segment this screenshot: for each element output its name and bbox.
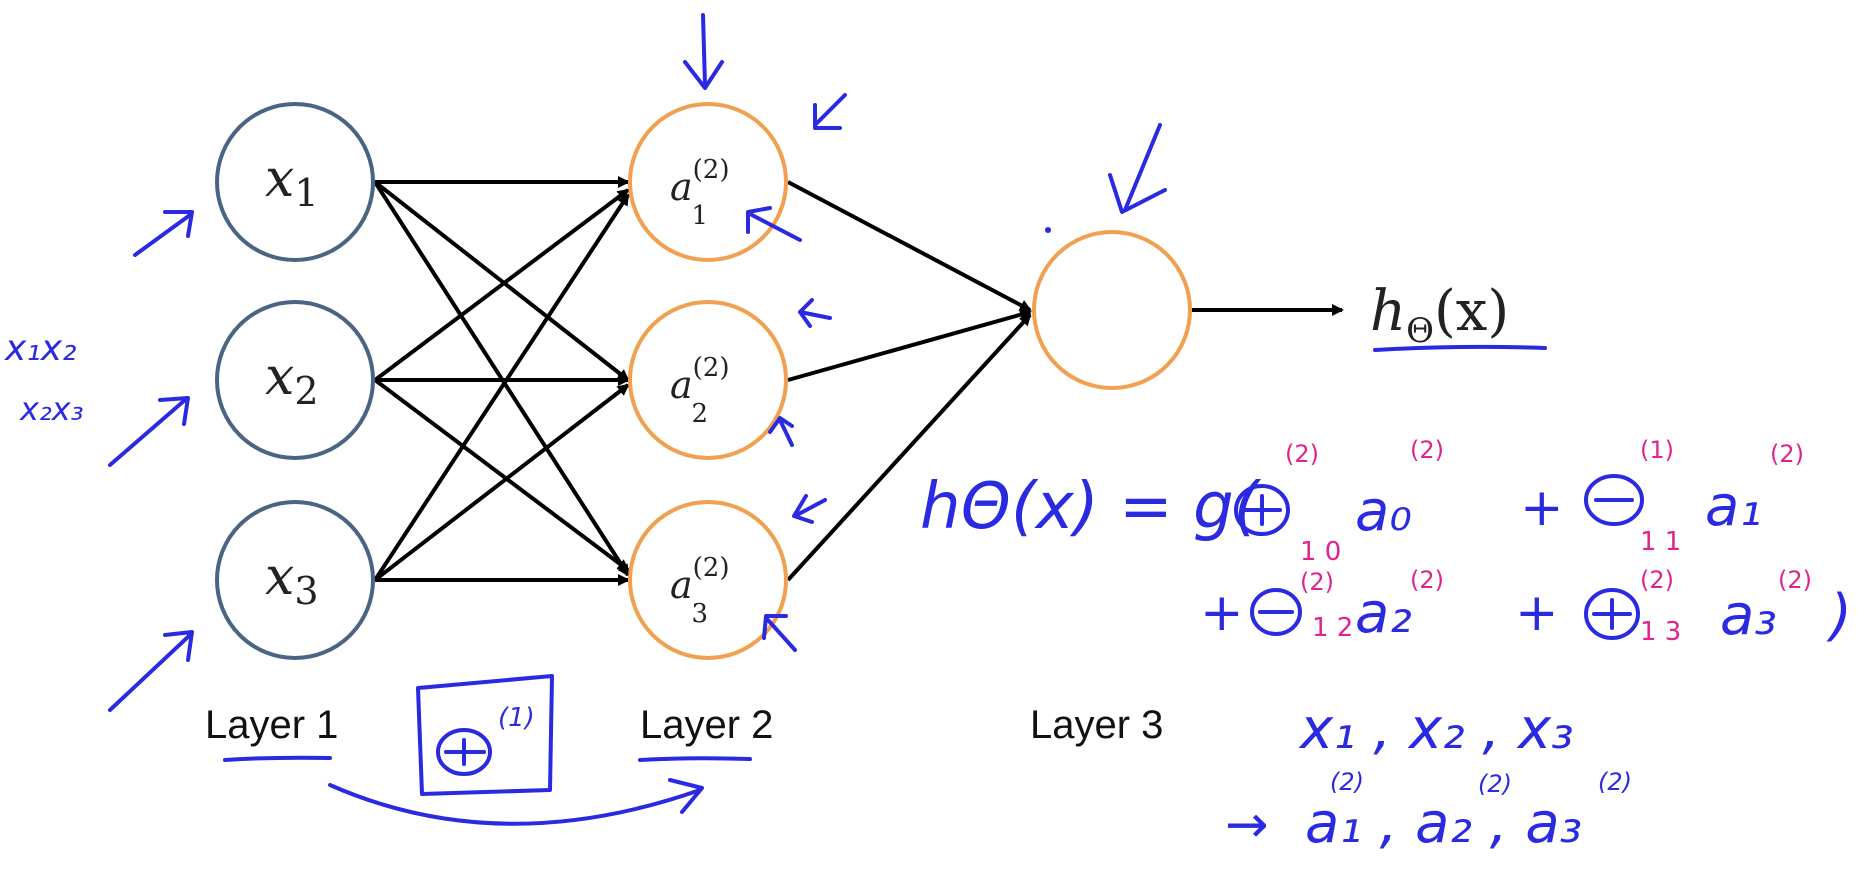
theta-symbols (1234, 474, 1644, 640)
inputs-line: x₁ , x₂ , x₃ (1298, 697, 1574, 762)
edge-a1-out (787, 180, 1032, 312)
x2-label: x2 (265, 347, 319, 413)
a1-label: a(2)1 (670, 155, 730, 231)
layer3-label: Layer 3 (1030, 703, 1163, 747)
eq-plus-2: + (1200, 583, 1244, 643)
layer1-to-layer2-curve-arrowhead (668, 778, 704, 814)
input-node-x1 (215, 102, 375, 262)
a2-label: a(2)2 (670, 353, 730, 429)
eq-t3-a: a₂ (1355, 581, 1412, 646)
arrow-icon-input-x3 (108, 630, 194, 712)
arrow-icon-inner-a3 (762, 614, 797, 652)
theta1-symbol-bar (444, 738, 486, 766)
eq-t4-a: a₃ (1720, 583, 1777, 648)
ink-arrows (108, 13, 1167, 712)
output-layer (1032, 230, 1192, 390)
eq-t1-sup: (2) (1285, 440, 1319, 468)
hypothesis-label: hΘ(x) (1370, 279, 1509, 351)
edges-layer2-to-layer3 (786, 180, 1032, 582)
eq-t4-a-sup: (2) (1778, 566, 1812, 594)
eq-t4-sub: 1 3 (1640, 617, 1681, 647)
arrow-icon-input-x1 (133, 210, 194, 257)
theta-icon-t4 (1584, 588, 1640, 640)
theta-icon-t2 (1584, 474, 1644, 526)
theta1-sup: (1) (498, 703, 535, 733)
x3-label: x3 (265, 547, 319, 613)
layer2-underline (638, 756, 752, 762)
eq-plus-3: + (1515, 583, 1559, 643)
eq-t3-a-sup: (2) (1410, 566, 1444, 594)
eq-t2-a-sup: (2) (1770, 440, 1804, 468)
arrow-icon-inner-a2 (768, 416, 794, 447)
eq-t3-sup: (2) (1300, 568, 1334, 596)
acts-sup-3: (2) (1598, 768, 1632, 796)
eq-t2-a: a₁ (1705, 474, 1762, 539)
layer1-label: Layer 1 (205, 703, 338, 747)
arrow-icon-inner-a1 (746, 206, 802, 242)
edge-x2-a3 (373, 378, 630, 572)
eq-t1-a: a₀ (1355, 479, 1412, 544)
eq-t3-sub: 1 2 (1312, 613, 1353, 643)
arrow-icon-right-a2 (798, 298, 832, 328)
hidden-node-a3 (628, 500, 788, 660)
arrow-icon-input-x2 (108, 396, 190, 467)
eq-t2-sup: (1) (1640, 436, 1674, 464)
layer2-label: Layer 2 (640, 703, 773, 747)
eq-lhs: hΘ(x) = g( (920, 470, 1262, 544)
theta1-box (416, 674, 554, 796)
eq-close: ) (1826, 583, 1852, 648)
output-node (1032, 230, 1192, 390)
arrow-icon-right-a1 (813, 93, 847, 130)
layer1-to-layer2-curve-arrow (328, 783, 702, 826)
handwritten-equation: hΘ(x) = g( (2) 1 0 a₀ (2) + (1) 1 1 a₁ (… (920, 436, 1852, 648)
hidden-node-a2 (628, 300, 788, 460)
eq-t1-a-sup: (2) (1410, 436, 1444, 464)
input-layer: x1 x2 x3 (215, 102, 375, 660)
hidden-layer: a(2)1 a(2)2 a(2)3 (628, 102, 788, 660)
x1-label: x1 (265, 149, 319, 215)
edge-a3-out (786, 313, 1032, 582)
acts-sup-1: (2) (1330, 768, 1364, 796)
arrow-icon-top-output (1108, 123, 1167, 214)
hypothesis-underline (1373, 344, 1547, 352)
theta-bar-t4 (1592, 598, 1632, 630)
theta1-symbol-icon (436, 728, 492, 776)
acts-arrow: → (1225, 795, 1269, 855)
edge-x3-a2 (373, 383, 630, 582)
eq-t1-sub: 1 0 (1300, 537, 1341, 567)
edge-x3-a1 (373, 193, 630, 582)
theta-icon-t3 (1250, 588, 1302, 636)
left-note-x2x3: x₂x₃ (19, 390, 84, 428)
layer1-underline (223, 755, 332, 762)
acts-line: a₁ , a₂ , a₃ (1305, 791, 1582, 856)
ink-dot (1045, 227, 1051, 233)
eq-t4-sup: (2) (1640, 566, 1674, 594)
theta-bar-t1 (1242, 494, 1282, 526)
acts-sup-2: (2) (1478, 770, 1512, 798)
input-node-x2 (215, 300, 375, 460)
a3-label: a(2)3 (670, 553, 730, 629)
eq-t2-sub: 1 1 (1640, 527, 1681, 557)
theta1-box-annotation: (1) (416, 674, 554, 796)
theta-icon-t1 (1234, 484, 1290, 536)
eq-plus-1: + (1520, 478, 1564, 538)
arrow-icon-top-a1 (683, 13, 724, 90)
arrow-icon-right-a3 (792, 494, 827, 524)
edge-x2-a1 (373, 188, 630, 382)
edges-layer1-to-layer2 (373, 176, 630, 586)
left-note-x1x2: x₁x₂ (4, 328, 76, 369)
edge-x1-a2 (373, 180, 630, 382)
input-node-x3 (215, 500, 375, 660)
edge-a2-out (787, 308, 1032, 382)
